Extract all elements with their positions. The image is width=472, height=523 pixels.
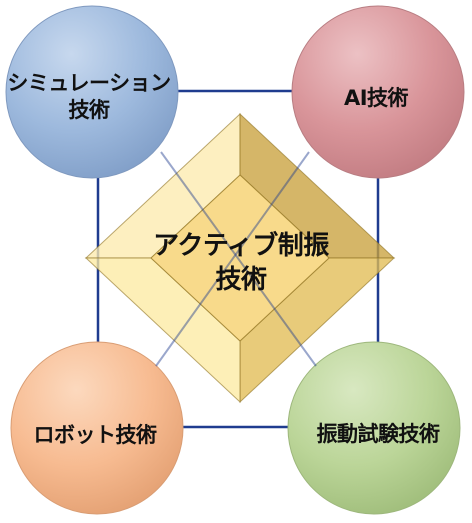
node-circle-robot — [10, 341, 184, 515]
node-circle-vibration-test — [287, 341, 461, 515]
center-diamond — [84, 112, 396, 404]
node-circle-ai — [291, 5, 465, 179]
connector-tr-bl — [155, 151, 310, 367]
connector-tl-br — [160, 151, 317, 367]
diamond-face — [150, 174, 330, 342]
node-circle-simulation — [5, 5, 179, 179]
diagonal-connectors — [155, 151, 317, 367]
